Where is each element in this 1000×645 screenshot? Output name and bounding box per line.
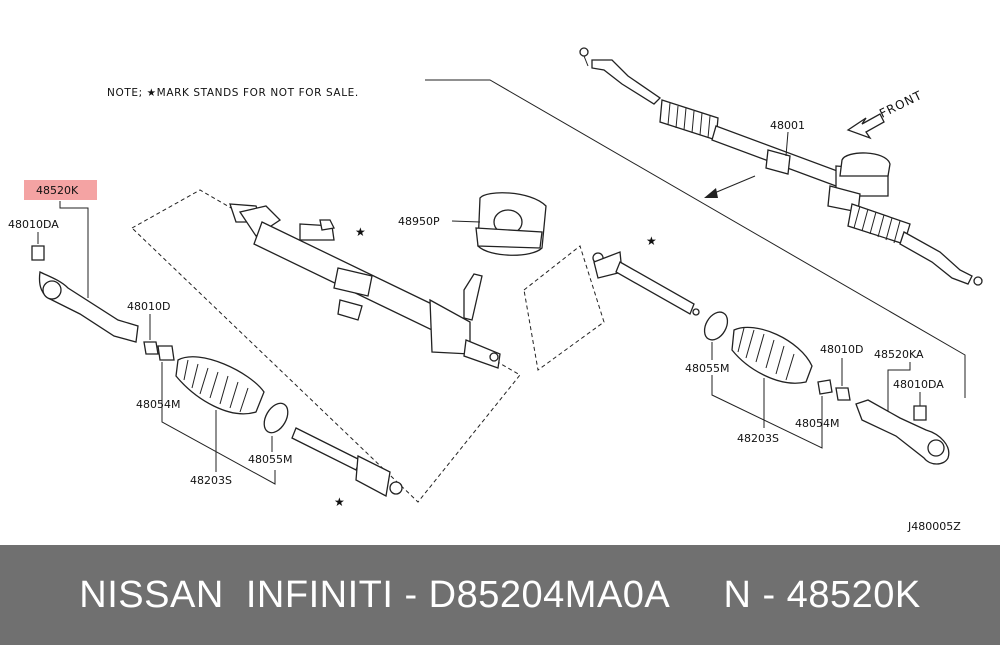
label-48010DA-right: 48010DA [893,378,944,391]
label-48010D-left: 48010D [127,300,170,313]
rack-housing [229,203,501,369]
inner-tie-rod-left [291,427,403,497]
star-mark-right-rod: ★ [646,234,657,248]
inner-tie-rod-right [592,251,700,316]
footer-part-number: NISSAN INFINITI - D85204MA0A N - 48520K [79,574,921,616]
tie-rod-end-right [855,399,950,465]
clamp-right-part [817,379,833,395]
star-mark-left-rod: ★ [334,495,345,509]
diagram-code: J480005Z [907,520,961,533]
label-48010DA-left: 48010DA [8,218,59,231]
highlight-box [24,180,97,200]
label-48010D-right: 48010D [820,343,863,356]
boot-left [175,356,265,415]
label-48950P: 48950P [398,215,440,228]
steering-motor-unit [463,192,547,321]
star-mark-rack: ★ [355,225,366,239]
parts-diagram: NOTE; ★MARK STANDS FOR NOT FOR SALE. 480… [8,47,983,533]
boot-right [731,326,813,384]
label-48520KA: 48520KA [874,348,924,361]
steering-gear-assembly [579,47,983,286]
band-right [703,311,729,341]
dashed-box-right [523,245,605,371]
nut-left [143,341,159,355]
clamp-left-part [157,345,175,361]
label-48055M-right: 48055M [685,362,729,375]
diagram-canvas: NOTE; ★MARK STANDS FOR NOT FOR SALE. 480… [8,47,983,533]
note-text: NOTE; ★MARK STANDS FOR NOT FOR SALE. [107,87,359,99]
label-48001: 48001 [770,119,805,132]
front-arrow-icon [846,113,885,140]
tie-rod-end-left [31,245,139,343]
footer-bar: NISSAN INFINITI - D85204MA0A N - 48520K [0,545,1000,645]
dashed-box-left [131,189,521,503]
label-48203S-right: 48203S [737,432,779,445]
front-label: FRONT [877,88,924,121]
label-48520K: 48520K [36,184,79,197]
label-48054M-right: 48054M [795,417,839,430]
label-48055M-left: 48055M [248,453,292,466]
label-48054M-left: 48054M [136,398,180,411]
band-left [263,402,289,434]
assembly-leader-line [425,79,966,398]
explode-arrow-icon [704,188,718,198]
label-48203S-left: 48203S [190,474,232,487]
nut-right [835,387,851,401]
